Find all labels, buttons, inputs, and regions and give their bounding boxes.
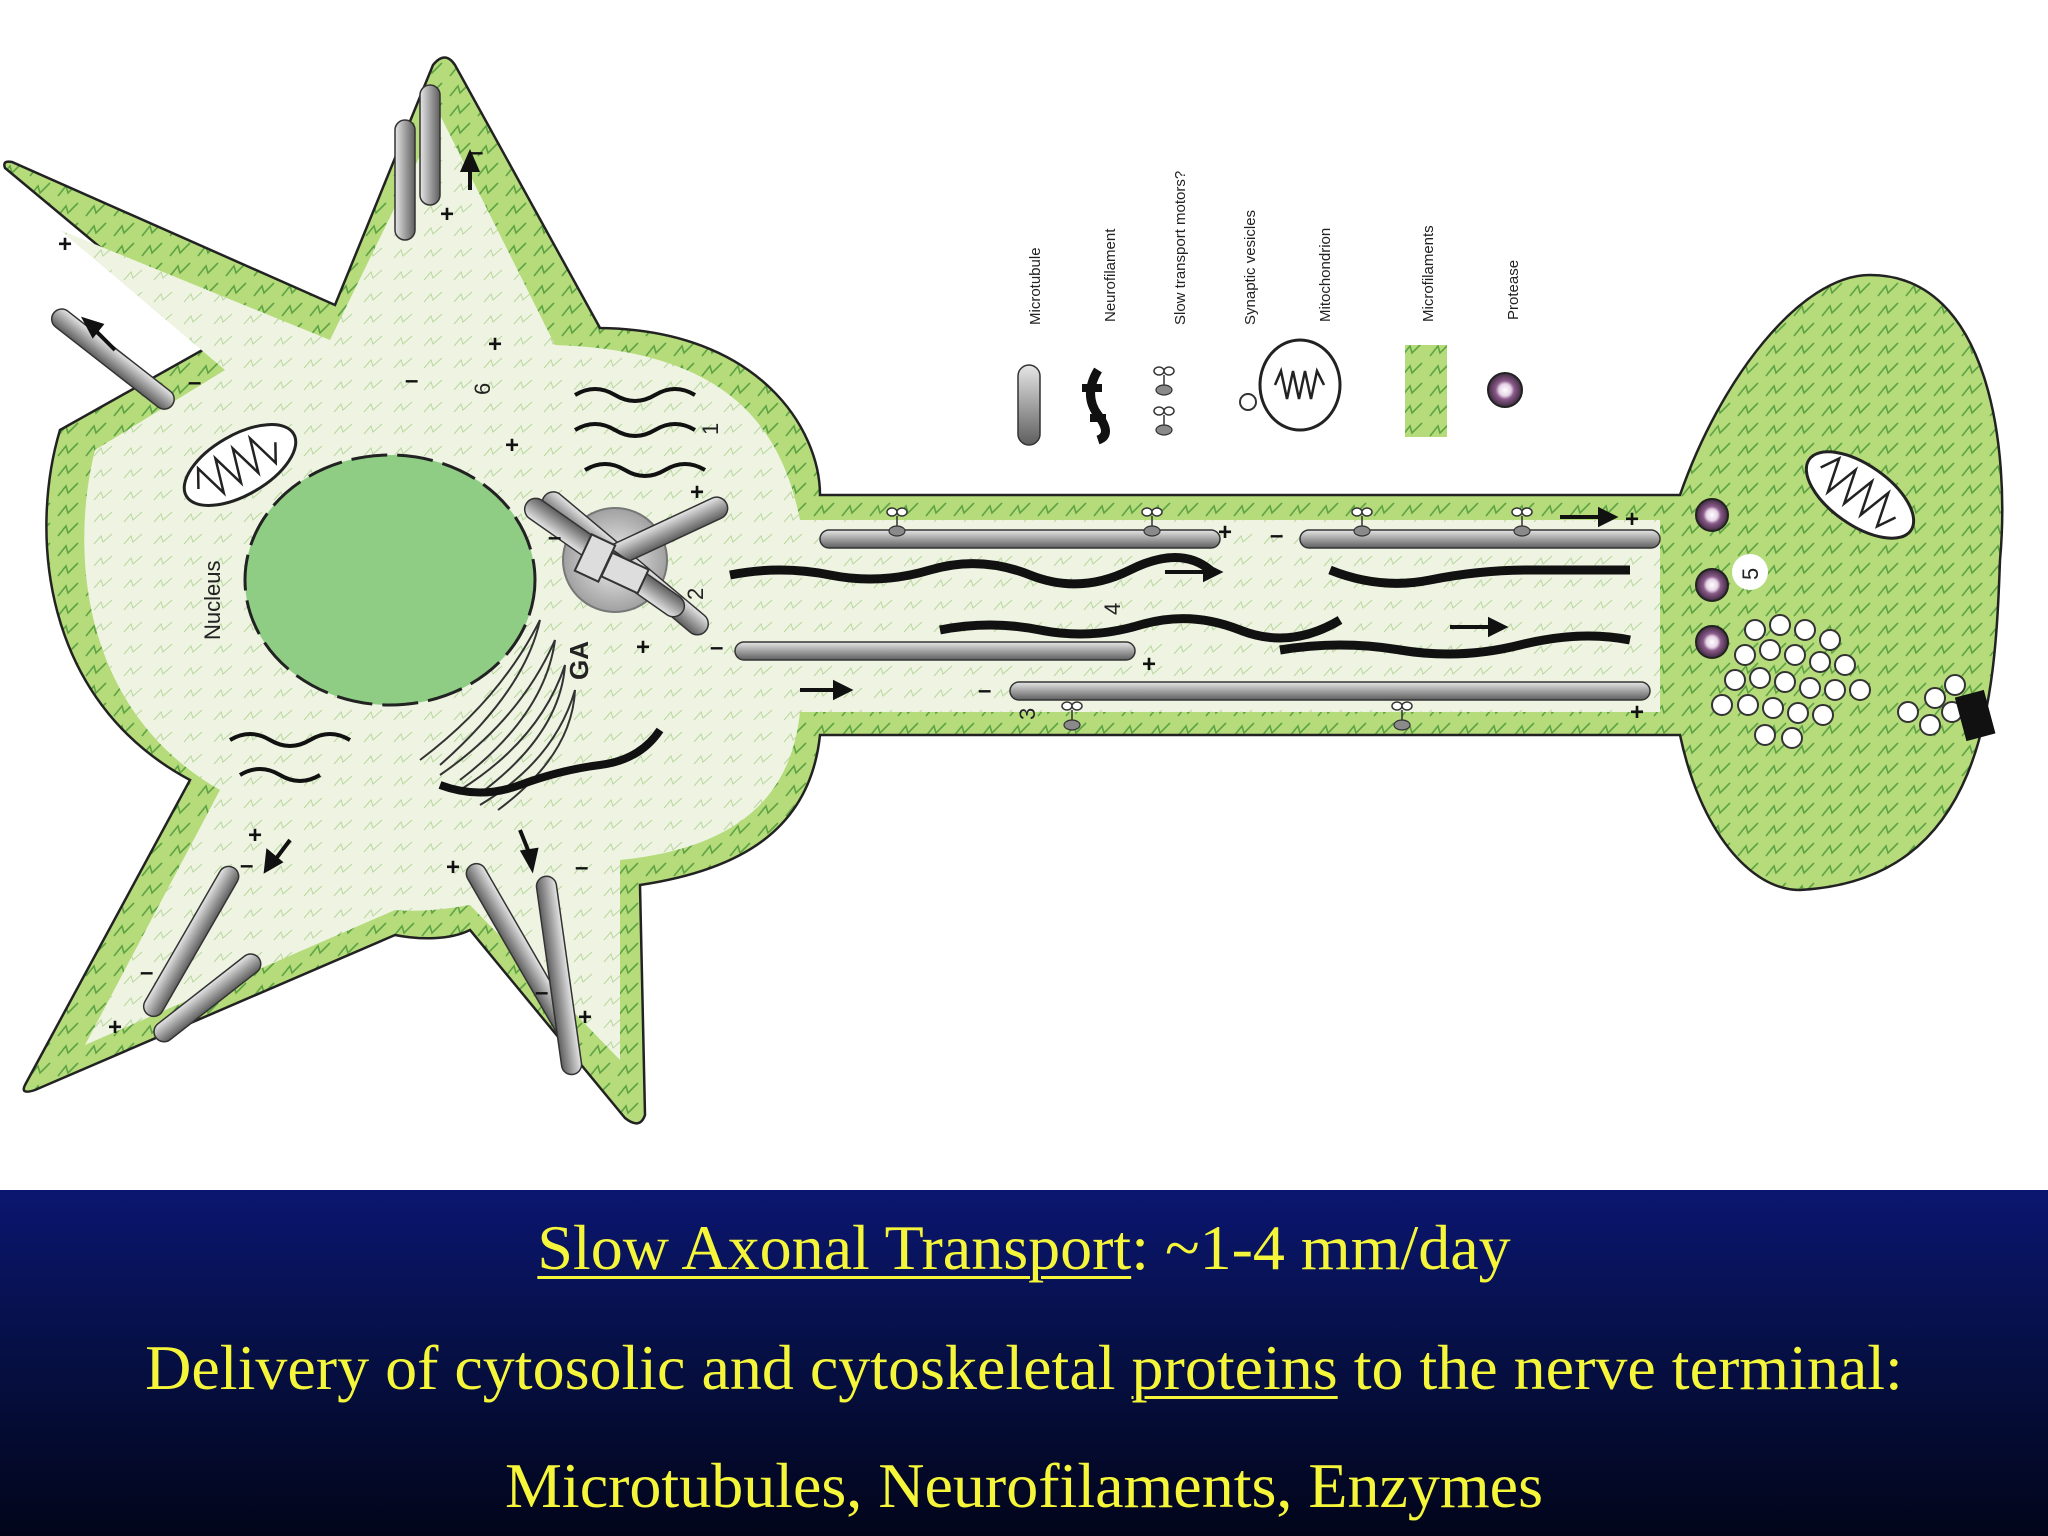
legend-protease: Protease bbox=[1487, 260, 1523, 408]
protease-icon bbox=[1487, 372, 1523, 408]
legend-label: Protease bbox=[1505, 260, 1522, 320]
plus-sign: + bbox=[636, 634, 650, 661]
step-6: 6 bbox=[470, 383, 495, 395]
plus-sign: + bbox=[1630, 699, 1644, 726]
proteases bbox=[1695, 498, 1729, 659]
plus-sign: + bbox=[1142, 651, 1156, 678]
legend-mitochondrion: Mitochondrion bbox=[1258, 228, 1342, 432]
legend-label: Synaptic vesicles bbox=[1242, 210, 1259, 325]
minus-sign: – bbox=[575, 854, 588, 881]
terminal-mitochondrion bbox=[1804, 450, 1916, 540]
plus-sign: + bbox=[690, 479, 704, 506]
caption-list: Microtubules, Neurofilaments, Enzymes bbox=[505, 1450, 1543, 1521]
minus-sign: – bbox=[535, 979, 548, 1006]
legend-label: Mitochondrion bbox=[1317, 228, 1334, 322]
polysomes bbox=[228, 387, 707, 783]
microtubule-icon bbox=[1017, 364, 1041, 446]
neurofilament-icon bbox=[1086, 367, 1110, 445]
minus-sign: – bbox=[978, 677, 991, 704]
description-underlined: proteins bbox=[1131, 1332, 1338, 1403]
vesicle-icon bbox=[1239, 393, 1257, 411]
minus-sign: – bbox=[710, 634, 723, 661]
step-2: 2 bbox=[683, 588, 708, 600]
plus-sign: + bbox=[58, 231, 72, 258]
minus-sign: – bbox=[470, 139, 483, 166]
legend-label: Microtubule bbox=[1027, 247, 1044, 325]
nerve-terminal bbox=[1695, 450, 1996, 749]
centrosome bbox=[523, 491, 729, 636]
neuron-diagram: Nucleus GA bbox=[3, 56, 2004, 1125]
description-start: Delivery of cytosolic and cytoskeletal bbox=[145, 1332, 1132, 1403]
step-5: 5 bbox=[1738, 568, 1763, 580]
legend-microtubule: Microtubule bbox=[1017, 247, 1044, 446]
minus-sign: – bbox=[188, 369, 201, 396]
caption-description: Delivery of cytosolic and cytoskeletal p… bbox=[0, 1330, 2048, 1406]
description-end: to the nerve terminal: bbox=[1337, 1332, 1903, 1403]
caption-title: Slow Axonal Transport: ~1-4 mm/day bbox=[0, 1210, 2048, 1286]
mitochondrion bbox=[182, 423, 298, 507]
transport-arrows bbox=[80, 149, 1619, 874]
legend-label: Microfilaments bbox=[1420, 225, 1437, 322]
step-4: 4 bbox=[1100, 603, 1125, 615]
plus-sign: + bbox=[440, 201, 454, 228]
synaptic-vesicles bbox=[1711, 614, 1966, 749]
plus-sign: + bbox=[108, 1014, 122, 1041]
plus-sign: + bbox=[1625, 506, 1639, 533]
step-3: 3 bbox=[1015, 708, 1040, 720]
step-labels: 1 2 3 4 5 6 bbox=[470, 383, 1763, 720]
nucleus-label: Nucleus bbox=[200, 561, 225, 640]
legend-motor: Slow transport motors? bbox=[1153, 171, 1189, 436]
plus-sign: + bbox=[488, 331, 502, 358]
title-rest: : ~1-4 mm/day bbox=[1131, 1212, 1511, 1283]
plus-sign: + bbox=[446, 854, 460, 881]
minus-sign: – bbox=[240, 852, 253, 879]
legend-vesicle: Synaptic vesicles bbox=[1239, 210, 1259, 411]
plus-sign: + bbox=[1218, 519, 1232, 546]
legend-microfilament: Microfilaments bbox=[1405, 225, 1447, 437]
mitochondrion-icon bbox=[1258, 338, 1342, 432]
golgi-label: GA bbox=[564, 641, 594, 680]
plus-sign: + bbox=[248, 822, 262, 849]
axon-neurofilaments bbox=[729, 553, 1631, 659]
legend-neurofilament: Neurofilament bbox=[1082, 228, 1119, 445]
nucleus bbox=[243, 453, 537, 707]
minus-sign: – bbox=[140, 959, 153, 986]
legend-label: Neurofilament bbox=[1102, 228, 1119, 322]
cytoplasm-inner bbox=[60, 115, 1660, 1060]
receptor-patch bbox=[1954, 689, 1996, 742]
plus-sign: + bbox=[505, 432, 519, 459]
polarity-signs: + – + – + – + + – + – + – + + – + + – – … bbox=[58, 139, 1644, 1041]
microfilament-icon bbox=[1405, 345, 1447, 437]
minus-sign: – bbox=[405, 367, 418, 394]
minus-sign: – bbox=[1270, 522, 1283, 549]
plus-sign: + bbox=[578, 1004, 592, 1031]
step-1: 1 bbox=[698, 423, 723, 435]
motor-icon bbox=[1153, 366, 1175, 436]
cell-body-neurofilament bbox=[438, 727, 664, 797]
minus-sign: – bbox=[548, 524, 561, 551]
legend: Microtubule Neurofilament Slow transport… bbox=[1017, 171, 1523, 446]
golgi-apparatus bbox=[419, 619, 576, 811]
caption-panel: Slow Axonal Transport: ~1-4 mm/day Deliv… bbox=[0, 1190, 2048, 1536]
legend-label: Slow transport motors? bbox=[1172, 171, 1189, 325]
dendrite-microtubules bbox=[50, 84, 583, 1076]
neuron-outline bbox=[3, 56, 2004, 1125]
title-underlined: Slow Axonal Transport bbox=[537, 1212, 1132, 1283]
axon-microtubules bbox=[734, 529, 1661, 701]
